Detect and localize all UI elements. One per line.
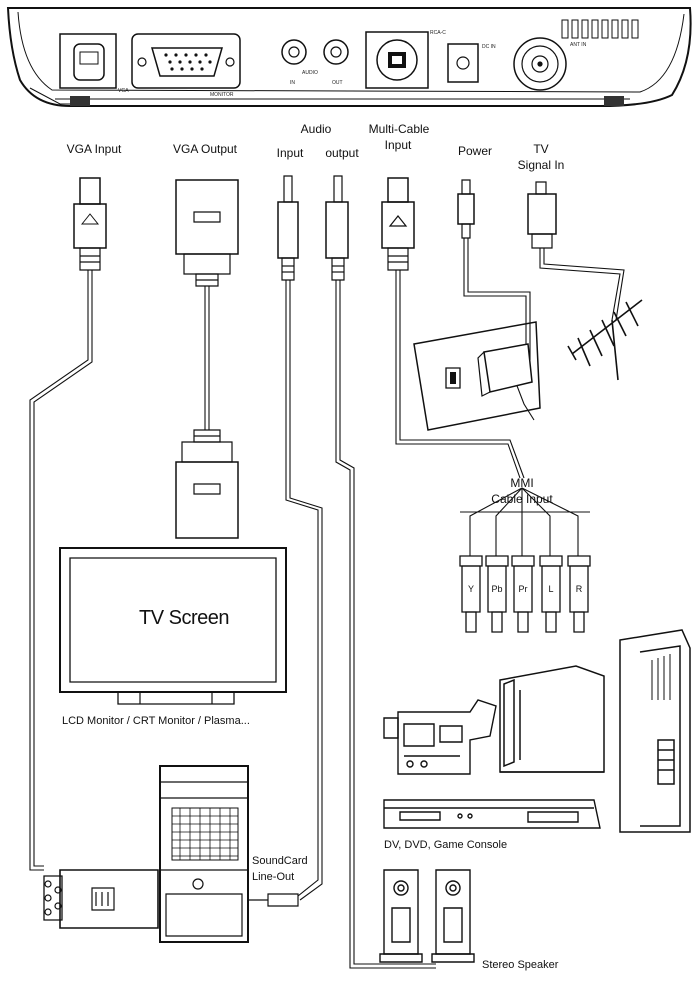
large-console-icon	[620, 630, 690, 832]
rca-letter-pb: Pb	[491, 584, 503, 594]
device-back-panel	[8, 8, 691, 106]
caption-multi-cable-input: Input	[384, 138, 412, 152]
soundcard-plug	[248, 894, 298, 906]
rca-letter-l: L	[548, 584, 554, 594]
multi-cable-port	[366, 32, 428, 88]
vga-input-port	[60, 34, 116, 88]
tv-antenna-icon	[568, 300, 642, 380]
caption-power: Power	[457, 144, 493, 158]
rf-antenna-port	[514, 38, 566, 90]
tv-monitor	[60, 548, 286, 704]
caption-multi-cable: Multi-Cable	[368, 122, 430, 136]
panel-label-audio-in: IN	[290, 80, 295, 86]
audio-input-plug	[278, 176, 298, 280]
vga-output-plug	[176, 180, 238, 286]
mmi-cable-input-title: Cable Input	[491, 492, 553, 506]
caption-audio: Audio	[300, 122, 332, 136]
panel-label-vga: VGA	[118, 88, 129, 94]
caption-audio-input: Input	[276, 146, 304, 160]
mmi-title: MMI	[510, 476, 534, 490]
wall-socket	[414, 322, 540, 430]
caption-vga-input: VGA Input	[66, 142, 122, 156]
panel-label-audio-out: OUT	[332, 80, 343, 86]
monitor-vga-plug	[176, 430, 238, 538]
monitor-caption: LCD Monitor / CRT Monitor / Plasma...	[62, 715, 250, 727]
game-console-icon	[500, 666, 604, 772]
rca-letter-r: R	[575, 584, 583, 594]
mmi-rca-plugs	[460, 556, 590, 632]
power-plug	[458, 180, 474, 238]
vga-input-plug	[74, 178, 106, 270]
pc-tower	[160, 766, 248, 942]
rca-letter-y: Y	[467, 584, 475, 594]
game-console-caption: DV, DVD, Game Console	[384, 839, 508, 851]
panel-label-monitor: MONITOR	[210, 92, 234, 98]
audio-jacks	[282, 40, 348, 64]
dc-input-port	[448, 44, 478, 82]
cables	[30, 238, 624, 968]
rca-letter-pr: Pr	[518, 584, 528, 594]
panel-label-dc-in: DC IN	[482, 44, 496, 50]
soundcard-caption: SoundCard	[252, 855, 308, 867]
soundcard-line-out-caption: Line-Out	[252, 871, 295, 883]
stereo-speakers	[380, 870, 474, 962]
panel-vents	[562, 20, 638, 38]
caption-tv: TV	[533, 142, 549, 156]
speaker-caption: Stereo Speaker	[482, 959, 559, 971]
panel-label-mini-din: RCA-C	[430, 30, 446, 36]
caption-tv-signal-in: Signal In	[517, 158, 565, 172]
camcorder-icon	[384, 700, 496, 774]
caption-audio-output: output	[325, 146, 359, 160]
vga-output-port	[132, 34, 240, 88]
dvd-player-icon	[384, 800, 600, 828]
audio-output-plug	[326, 176, 348, 280]
pc-vga-adapter	[44, 870, 158, 928]
multi-cable-plug	[382, 178, 414, 270]
tv-screen-label: TV Screen	[139, 607, 229, 629]
panel-label-audio: AUDIO	[302, 70, 318, 76]
caption-vga-output: VGA Output	[172, 142, 238, 156]
tv-antenna-plug	[528, 182, 556, 248]
panel-label-rf-in: ANT IN	[570, 42, 587, 48]
